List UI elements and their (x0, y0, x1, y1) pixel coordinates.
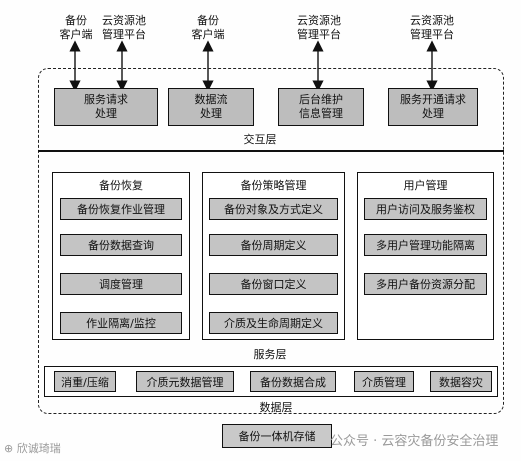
item-backup-recovery-job: 备份恢复作业管理 (60, 198, 182, 220)
actor-cloud-pool-2: 云资源池管理平台 (297, 14, 341, 41)
item-media-lifecycle-def: 介质及生命周期定义 (209, 312, 338, 334)
actor-cloud-pool-3: 云资源池管理平台 (410, 14, 454, 41)
panel-title: 备份策略管理 (240, 179, 307, 192)
item-object-method-def: 备份对象及方式定义 (209, 198, 338, 220)
item-user-access-auth: 用户访问及服务鉴权 (364, 198, 487, 220)
item-data-dr: 数据容灾 (430, 371, 492, 392)
item-job-isolation-monitor: 作业隔离/监控 (60, 312, 182, 334)
system-boundary (38, 68, 504, 414)
panel-title: 用户管理 (403, 179, 448, 192)
interaction-layer-label: 交互层 (243, 133, 277, 146)
actor-backup-client-2: 备份客户端 (191, 14, 225, 41)
item-backup-data-query: 备份数据查询 (60, 234, 182, 256)
actor-cloud-pool-1: 云资源池管理平台 (102, 14, 146, 41)
item-media-management: 介质管理 (354, 371, 414, 392)
item-dedup-compress: 消重/压缩 (54, 371, 116, 392)
item-scheduling: 调度管理 (60, 273, 182, 295)
layer-divider (38, 150, 504, 152)
module-backend-maintenance: 后台维护信息管理 (278, 88, 364, 126)
storage-box: 备份一体机存储 (222, 424, 332, 448)
service-layer-label: 服务层 (253, 348, 287, 361)
module-service-request: 服务请求处理 (54, 88, 158, 126)
actor-backup-client-1: 备份客户端 (59, 14, 93, 41)
watermark-right: 公众号 · 云容灾备份安全治理 (330, 434, 499, 449)
item-media-metadata: 介质元数据管理 (136, 371, 234, 392)
item-cycle-def: 备份周期定义 (209, 234, 338, 256)
watermark-left: ⊕ 欣诚琦瑞 (4, 442, 61, 455)
module-service-provisioning: 服务开通请求处理 (388, 88, 478, 126)
actor-arrows (69, 40, 438, 92)
item-multiuser-resource: 多用户备份资源分配 (364, 273, 487, 295)
module-data-flow: 数据流处理 (168, 88, 254, 126)
item-window-def: 备份窗口定义 (209, 273, 338, 295)
item-multiuser-isolation: 多用户管理功能隔离 (364, 234, 487, 256)
item-backup-data-synthesis: 备份数据合成 (250, 371, 336, 392)
data-layer-label: 数据层 (259, 401, 293, 414)
panel-title: 备份恢复 (99, 179, 143, 192)
